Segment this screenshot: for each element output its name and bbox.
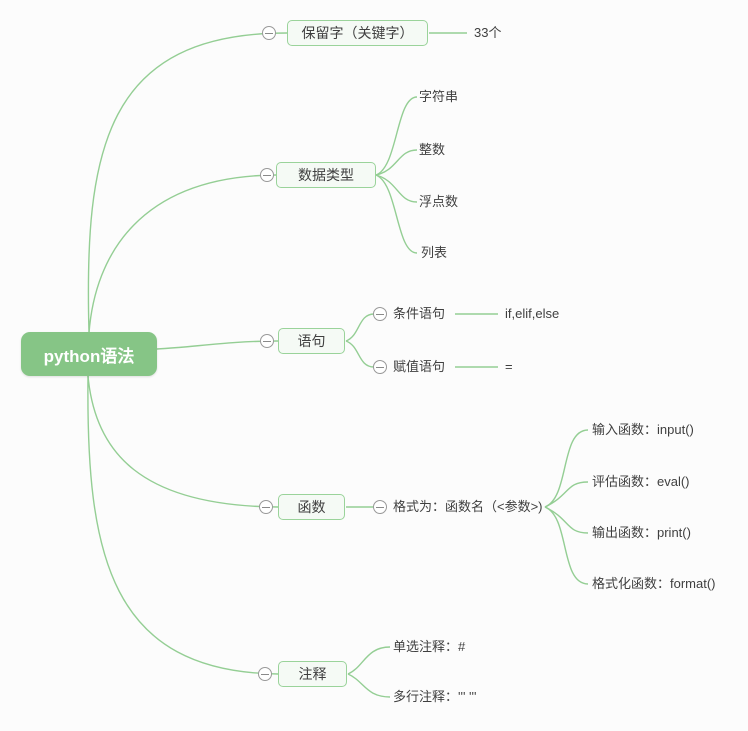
leaf-multi-line-comment[interactable]: 多行注释：''' ''' [393, 689, 477, 704]
minus-icon [265, 32, 273, 34]
leaf-input-function[interactable]: 输入函数：input() [592, 422, 694, 437]
topic-keywords[interactable]: 保留字（关键字） [287, 20, 428, 46]
minus-icon [376, 506, 384, 508]
leaf-print-function[interactable]: 输出函数：print() [592, 525, 691, 540]
connector-format-format [544, 506, 589, 585]
leaf-eval-function[interactable]: 评估函数：eval() [592, 474, 690, 489]
minus-icon [376, 313, 384, 315]
connector-comments-single [347, 646, 391, 675]
leaf-single-line-comment[interactable]: 单选注释：# [393, 639, 466, 654]
topic-assignment-statement[interactable]: 赋值语句 [393, 359, 446, 374]
topic-datatypes[interactable]: 数据类型 [276, 162, 376, 188]
leaf-integer[interactable]: 整数 [419, 142, 446, 157]
connector-statements-assign [345, 340, 375, 368]
collapse-icon-assignment[interactable] [373, 360, 387, 374]
connector-format-input [544, 429, 589, 508]
leaf-format-function[interactable]: 格式化函数：format() [592, 576, 716, 591]
connector-datatypes-list [375, 174, 418, 254]
leaf-keyword-count[interactable]: 33个 [474, 25, 502, 40]
minus-icon [263, 174, 271, 176]
topic-conditional-statement[interactable]: 条件语句 [393, 306, 446, 321]
connector-root-keywords [87, 32, 288, 334]
connector-datatypes-float [375, 174, 418, 203]
connector-root-datatypes [88, 174, 277, 334]
topic-comments[interactable]: 注释 [278, 661, 347, 687]
minus-icon [262, 506, 270, 508]
connector-root-functions [87, 375, 279, 508]
connector-format-eval [544, 481, 589, 508]
leaf-float[interactable]: 浮点数 [419, 194, 459, 209]
topic-function-format[interactable]: 格式为：函数名（<参数>) [393, 499, 543, 514]
connector-datatypes-string [375, 96, 418, 176]
connector-root-comments [87, 375, 279, 675]
minus-icon [263, 340, 271, 342]
minus-icon [261, 673, 269, 675]
connector-datatypes-int [375, 149, 418, 176]
connector-statements-cond [345, 313, 375, 342]
collapse-icon-datatypes[interactable] [260, 168, 274, 182]
leaf-string[interactable]: 字符串 [419, 89, 459, 104]
leaf-if-elif-else[interactable]: if,elif,else [505, 306, 560, 321]
collapse-icon-comments[interactable] [258, 667, 272, 681]
collapse-icon-format[interactable] [373, 500, 387, 514]
topic-functions[interactable]: 函数 [278, 494, 345, 520]
collapse-icon-conditional[interactable] [373, 307, 387, 321]
leaf-equals-sign[interactable]: = [505, 359, 513, 374]
collapse-icon-functions[interactable] [259, 500, 273, 514]
topic-statements[interactable]: 语句 [278, 328, 345, 354]
minus-icon [376, 366, 384, 368]
connector-comments-multi [347, 673, 391, 698]
collapse-icon-keywords[interactable] [262, 26, 276, 40]
collapse-icon-statements[interactable] [260, 334, 274, 348]
root-topic[interactable]: python语法 [21, 332, 157, 376]
leaf-list[interactable]: 列表 [421, 245, 448, 260]
